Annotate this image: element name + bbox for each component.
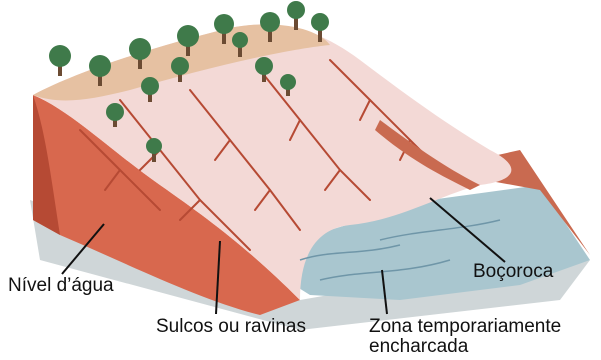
tree-icon <box>49 45 71 76</box>
tree-icon <box>287 1 305 30</box>
label-furrows: Sulcos ou ravinas <box>156 317 306 337</box>
label-gully: Boçoroca <box>473 262 553 282</box>
label-wet-zone-line2: encharcada <box>369 337 468 357</box>
label-water-level: Nível d’água <box>8 276 114 296</box>
label-wet-zone-line1: Zona temporariamente <box>369 317 561 337</box>
